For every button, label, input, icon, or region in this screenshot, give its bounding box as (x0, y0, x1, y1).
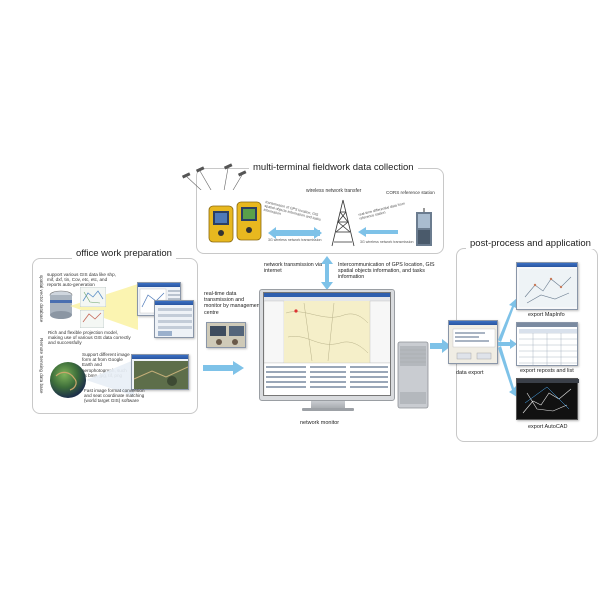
wireless-label: wireless network transfer (306, 188, 362, 194)
autocad-window (516, 378, 579, 420)
vector-map-thumbnail (80, 287, 106, 307)
globe-icon (50, 362, 86, 398)
autocad-label: export AutoCAD (528, 424, 568, 430)
cors-label: CORS reference station (386, 190, 435, 195)
access-text: 3G wireless network transmission (268, 238, 322, 242)
side-label-vector: spatial vector database (39, 275, 44, 323)
vertical-double-arrow (321, 256, 333, 290)
transmission-arrow (268, 227, 322, 239)
vector-map-thumbnail-2 (80, 310, 104, 328)
projection-text: Rich and flexible projection model, maki… (48, 330, 131, 346)
access-text-right: 3G wireless network transmission (360, 240, 414, 244)
post-title: post-process and application (466, 238, 595, 249)
reports-label: export reposts and list (520, 368, 574, 374)
conversion-text: Fast image format conversion and seat co… (84, 388, 145, 404)
reports-window (516, 322, 578, 366)
data-export-window (448, 320, 498, 364)
monitor-stand (311, 401, 345, 409)
network-monitor-label: network monitor (300, 420, 340, 426)
gis-software-window-2 (154, 300, 194, 338)
monitor-screen (263, 292, 391, 396)
remote-sensing-window (131, 354, 189, 390)
cors-station-icon (416, 208, 432, 246)
export-fan-arrows (498, 298, 517, 397)
management-centre-photo (206, 322, 246, 348)
side-label-rs: Remote Sensing data base (39, 338, 44, 394)
arrow-office-to-monitor (203, 361, 244, 375)
database-icon (49, 290, 73, 319)
satellites-icon (181, 163, 247, 190)
support-formats-text: support various GIS data like shp, mif, … (47, 272, 116, 288)
computer-tower-icon (397, 341, 429, 409)
fieldwork-title: multi-terminal fieldwork data collection (249, 162, 418, 173)
office-title: office work preparation (72, 248, 176, 259)
realtime-label: real-time data transmission and monitor … (204, 291, 262, 316)
network-transmission-label: network transmission via internet (264, 262, 322, 275)
image-cone (86, 360, 134, 396)
gps-handheld-icon (208, 201, 262, 243)
data-export-label: data export (456, 370, 484, 376)
projection-cone (70, 284, 138, 330)
mapinfo-window (516, 262, 578, 310)
radio-tower-icon (331, 199, 355, 247)
arrow-monitor-to-post (430, 339, 451, 353)
mapinfo-label: export MapInfo (528, 312, 565, 318)
diff-arrow (358, 227, 398, 237)
intercommunication-label: Intercommunication of GPS location, GIS … (338, 262, 435, 281)
monitor-base (302, 408, 354, 411)
